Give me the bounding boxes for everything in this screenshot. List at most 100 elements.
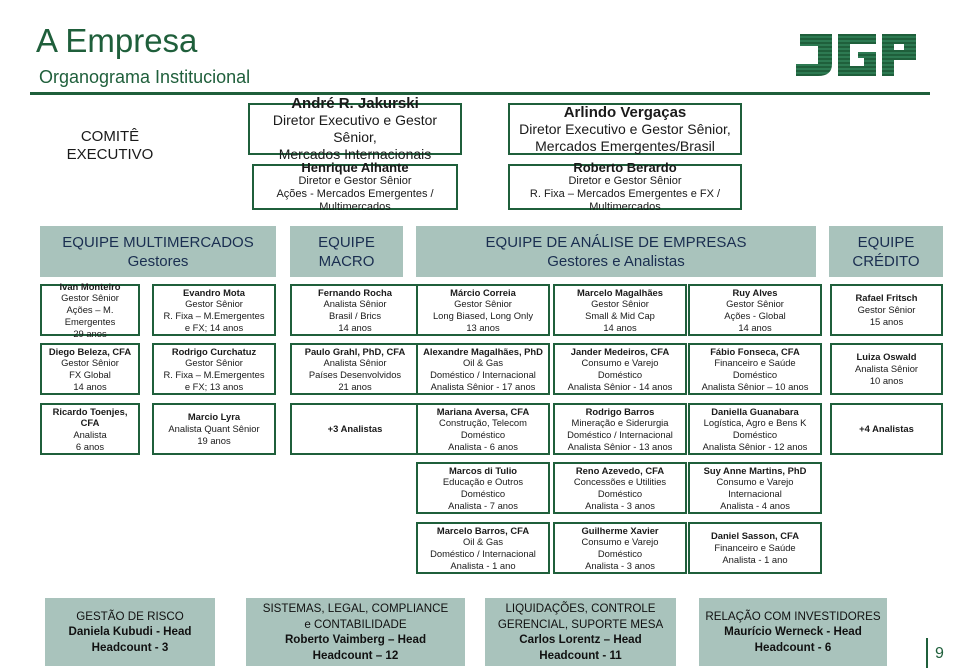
team-subtitle: MACRO [318, 252, 375, 270]
person-name: Diego Beleza, CFA [48, 345, 132, 357]
team-subtitle: Gestores [127, 252, 189, 270]
person-name: Jander Medeiros, CFA [570, 345, 670, 357]
person-detail: Doméstico / Internacional [430, 369, 536, 380]
person-detail: Gestor Sênior [454, 298, 512, 310]
person-detail: R. Fixa – M.Emergentes [163, 369, 265, 380]
dept-sistemas: SISTEMAS, LEGAL, COMPLIANCE e CONTABILID… [246, 598, 465, 666]
person-detail: Concessões e Utilities [573, 476, 667, 488]
team-macro-header: EQUIPE MACRO [290, 226, 403, 277]
person-detail: Brasil / Brics [328, 310, 382, 321]
person-name: Daniel Sasson, CFA [710, 530, 800, 542]
person-name: Ricardo Toenjes, CFA [52, 405, 128, 429]
dept-headcount: Headcount - 11 [539, 648, 622, 662]
person-detail: FX Global [69, 369, 111, 380]
person-detail: Financeiro e Saúde [714, 542, 796, 554]
person-detail: Doméstico [460, 488, 506, 499]
director-role: Diretor Executivo e Gestor Sênior, [519, 120, 731, 137]
person-name: Rafael Fritsch [855, 292, 918, 304]
team-title: EQUIPE DE ANÁLISE DE EMPRESAS [485, 233, 747, 251]
director-role: Diretor Executivo e Gestor Sênior, [272, 112, 438, 145]
team-credito-header: EQUIPE CRÉDITO [829, 226, 943, 277]
person-detail: Analista - 1 ano [722, 553, 788, 565]
director-area: Mercados Internacionais [278, 146, 432, 162]
person-name: Marcos di Tulio [448, 464, 518, 476]
person-detail: 14 anos [73, 380, 107, 392]
person-name: Reno Azevedo, CFA [575, 464, 665, 476]
person-detail: Consumo e Varejo [581, 536, 659, 548]
comite-line1: COMITÊ [80, 128, 140, 145]
page-subtitle: Organograma Institucional [39, 67, 251, 87]
person-detail: 14 anos [738, 321, 772, 333]
person-detail: Consumo e Varejo [716, 476, 794, 488]
dept-title-2: e CONTABILIDADE [304, 617, 407, 631]
person-detail: Consumo e Varejo [581, 357, 659, 369]
person-detail: Gestor Sênior [61, 292, 119, 304]
person-detail: Analista Sênior - 14 anos [567, 380, 673, 392]
person-detail: 14 anos [603, 321, 637, 333]
person-name: Luiza Oswald [856, 351, 917, 363]
person-name: Márcio Correia [450, 286, 516, 298]
person-name: Guilherme Xavier [581, 524, 659, 536]
director-area: R. Fixa – Mercados Emergentes e FX / Mul… [529, 188, 721, 213]
person-detail: Analista - 3 anos [585, 559, 655, 571]
dept-title: RELAÇÃO COM INVESTIDORES [705, 609, 881, 623]
person-name: Ivan Monteiro [59, 280, 121, 292]
dept-head: Maurício Werneck - Head [724, 625, 862, 639]
logo-graphic [796, 34, 916, 76]
person-detail: 10 anos [869, 374, 904, 386]
team-multimercados-header: EQUIPE MULTIMERCADOS Gestores [40, 226, 276, 277]
dept-title-2: GERENCIAL, SUPORTE MESA [497, 617, 664, 631]
person-name: Suy Anne Martins, PhD [703, 464, 807, 476]
person-detail: Analista Sênior [854, 363, 919, 375]
person-name: Rodrigo Barros [585, 405, 655, 417]
director-box-berardo: Roberto Berardo Diretor e Gestor Sênior … [508, 160, 742, 213]
person-detail: 14 anos [338, 321, 372, 333]
dept-title: GESTÃO DE RISCO [76, 609, 184, 623]
person-name: +4 Analistas [859, 423, 914, 435]
person-name: Marcelo Barros, CFA [436, 524, 530, 536]
person-detail: Doméstico [732, 429, 778, 440]
person-detail: Long Biased, Long Only [432, 310, 534, 321]
person-detail: Ações - Global [724, 310, 786, 321]
person-detail: Gestor Sênior [61, 357, 119, 369]
page-number: 9 [935, 645, 944, 662]
director-role: Diretor e Gestor Sênior [298, 175, 412, 187]
person-detail: e FX; 13 anos [184, 380, 244, 392]
person-detail: Educação e Outros [442, 476, 524, 488]
person-detail: Doméstico [597, 548, 643, 559]
jgp-logo [792, 30, 920, 80]
person-name: Marcelo Magalhães [577, 286, 663, 298]
person-detail: 13 anos [466, 321, 500, 333]
person-detail: Gestor Sênior [726, 298, 784, 310]
person-detail: Analista - 6 anos [448, 440, 518, 452]
dept-relacao-investidores: RELAÇÃO COM INVESTIDORES Maurício Wernec… [699, 598, 887, 666]
person-detail: Analista - 4 anos [720, 499, 790, 511]
team-subtitle: CRÉDITO [852, 252, 920, 270]
person-detail: Doméstico / Internacional [567, 429, 673, 440]
person-detail: 15 anos [869, 315, 904, 327]
person-name: Mariana Aversa, CFA [436, 405, 530, 417]
director-box-alhante: Henrique Alhante Diretor e Gestor Sênior… [252, 160, 458, 213]
person-name: Daniella Guanabara [711, 405, 799, 417]
person-detail: Oil & Gas [462, 536, 504, 548]
person-detail: Analista Quant Sênior [168, 423, 260, 435]
person-detail: Gestor Sênior [591, 298, 649, 310]
person-detail: Construção, Telecom [439, 417, 527, 429]
person-detail: Small & Mid Cap [585, 310, 655, 321]
person-detail: Analista Sênior – 10 anos [701, 380, 809, 392]
person-detail: Ações – M. Emergentes [64, 304, 116, 327]
person-detail: R. Fixa – M.Emergentes [163, 310, 265, 321]
person-detail: Internacional [728, 488, 782, 499]
dept-title: SISTEMAS, LEGAL, COMPLIANCE [262, 602, 449, 615]
page-number-divider [926, 638, 928, 668]
